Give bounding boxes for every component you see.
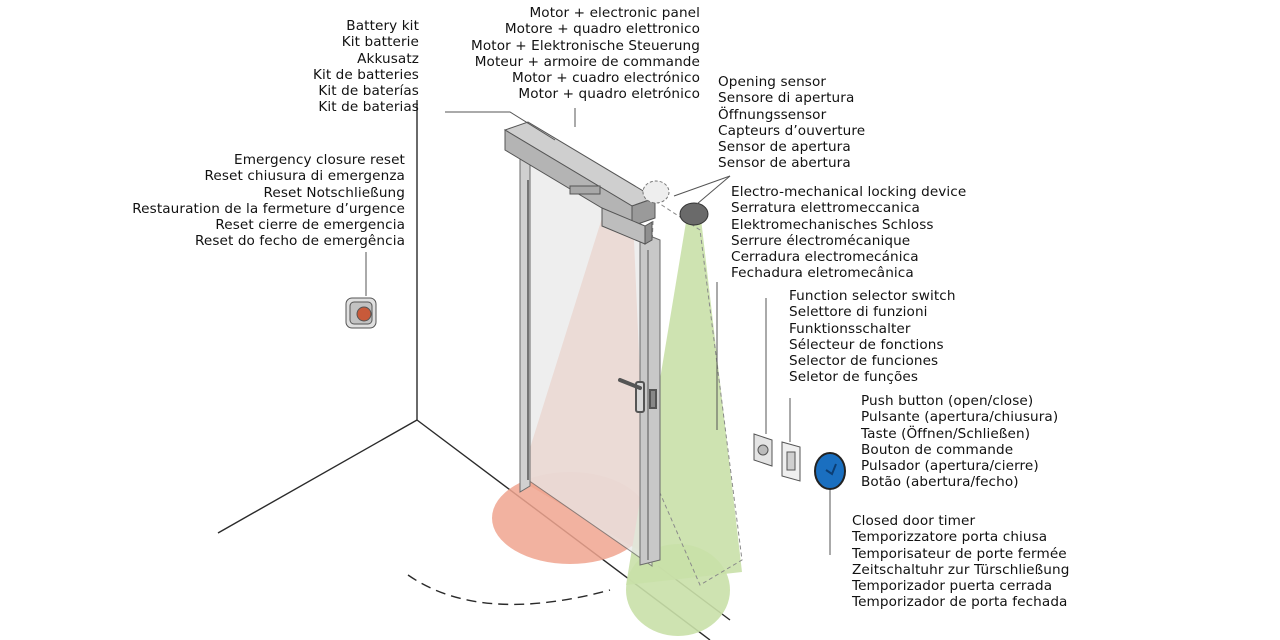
push-button-label: Push button (open/close) Pulsante (apert… [861, 393, 1059, 491]
door-timer-device [814, 452, 846, 490]
opening-sensor-dashed [642, 180, 670, 204]
door-leaf [519, 145, 661, 567]
push-button-device [781, 441, 801, 482]
emergency-reset-device [345, 297, 377, 329]
door-handle [618, 378, 657, 413]
opening-sensor-label: Opening sensor Sensore di apertura Öffnu… [718, 74, 866, 172]
opening-sensor [679, 202, 709, 226]
motor-panel-label: Motor + electronic panel Motore + quadro… [471, 5, 700, 103]
door-swing-arc [407, 574, 611, 606]
locking-device [569, 185, 653, 245]
locking-device-label: Electro-mechanical locking device Serrat… [731, 184, 967, 282]
door-timer-label: Closed door timer Temporizzatore porta c… [852, 513, 1070, 611]
function-selector-label: Function selector switch Selettore di fu… [789, 288, 956, 386]
battery-kit-label: Battery kit Kit batterie Akkusatz Kit de… [312, 18, 419, 116]
function-selector-device [753, 433, 773, 467]
emergency-reset-label: Emergency closure reset Reset chiusura d… [132, 152, 405, 250]
leader-lines [365, 108, 831, 555]
